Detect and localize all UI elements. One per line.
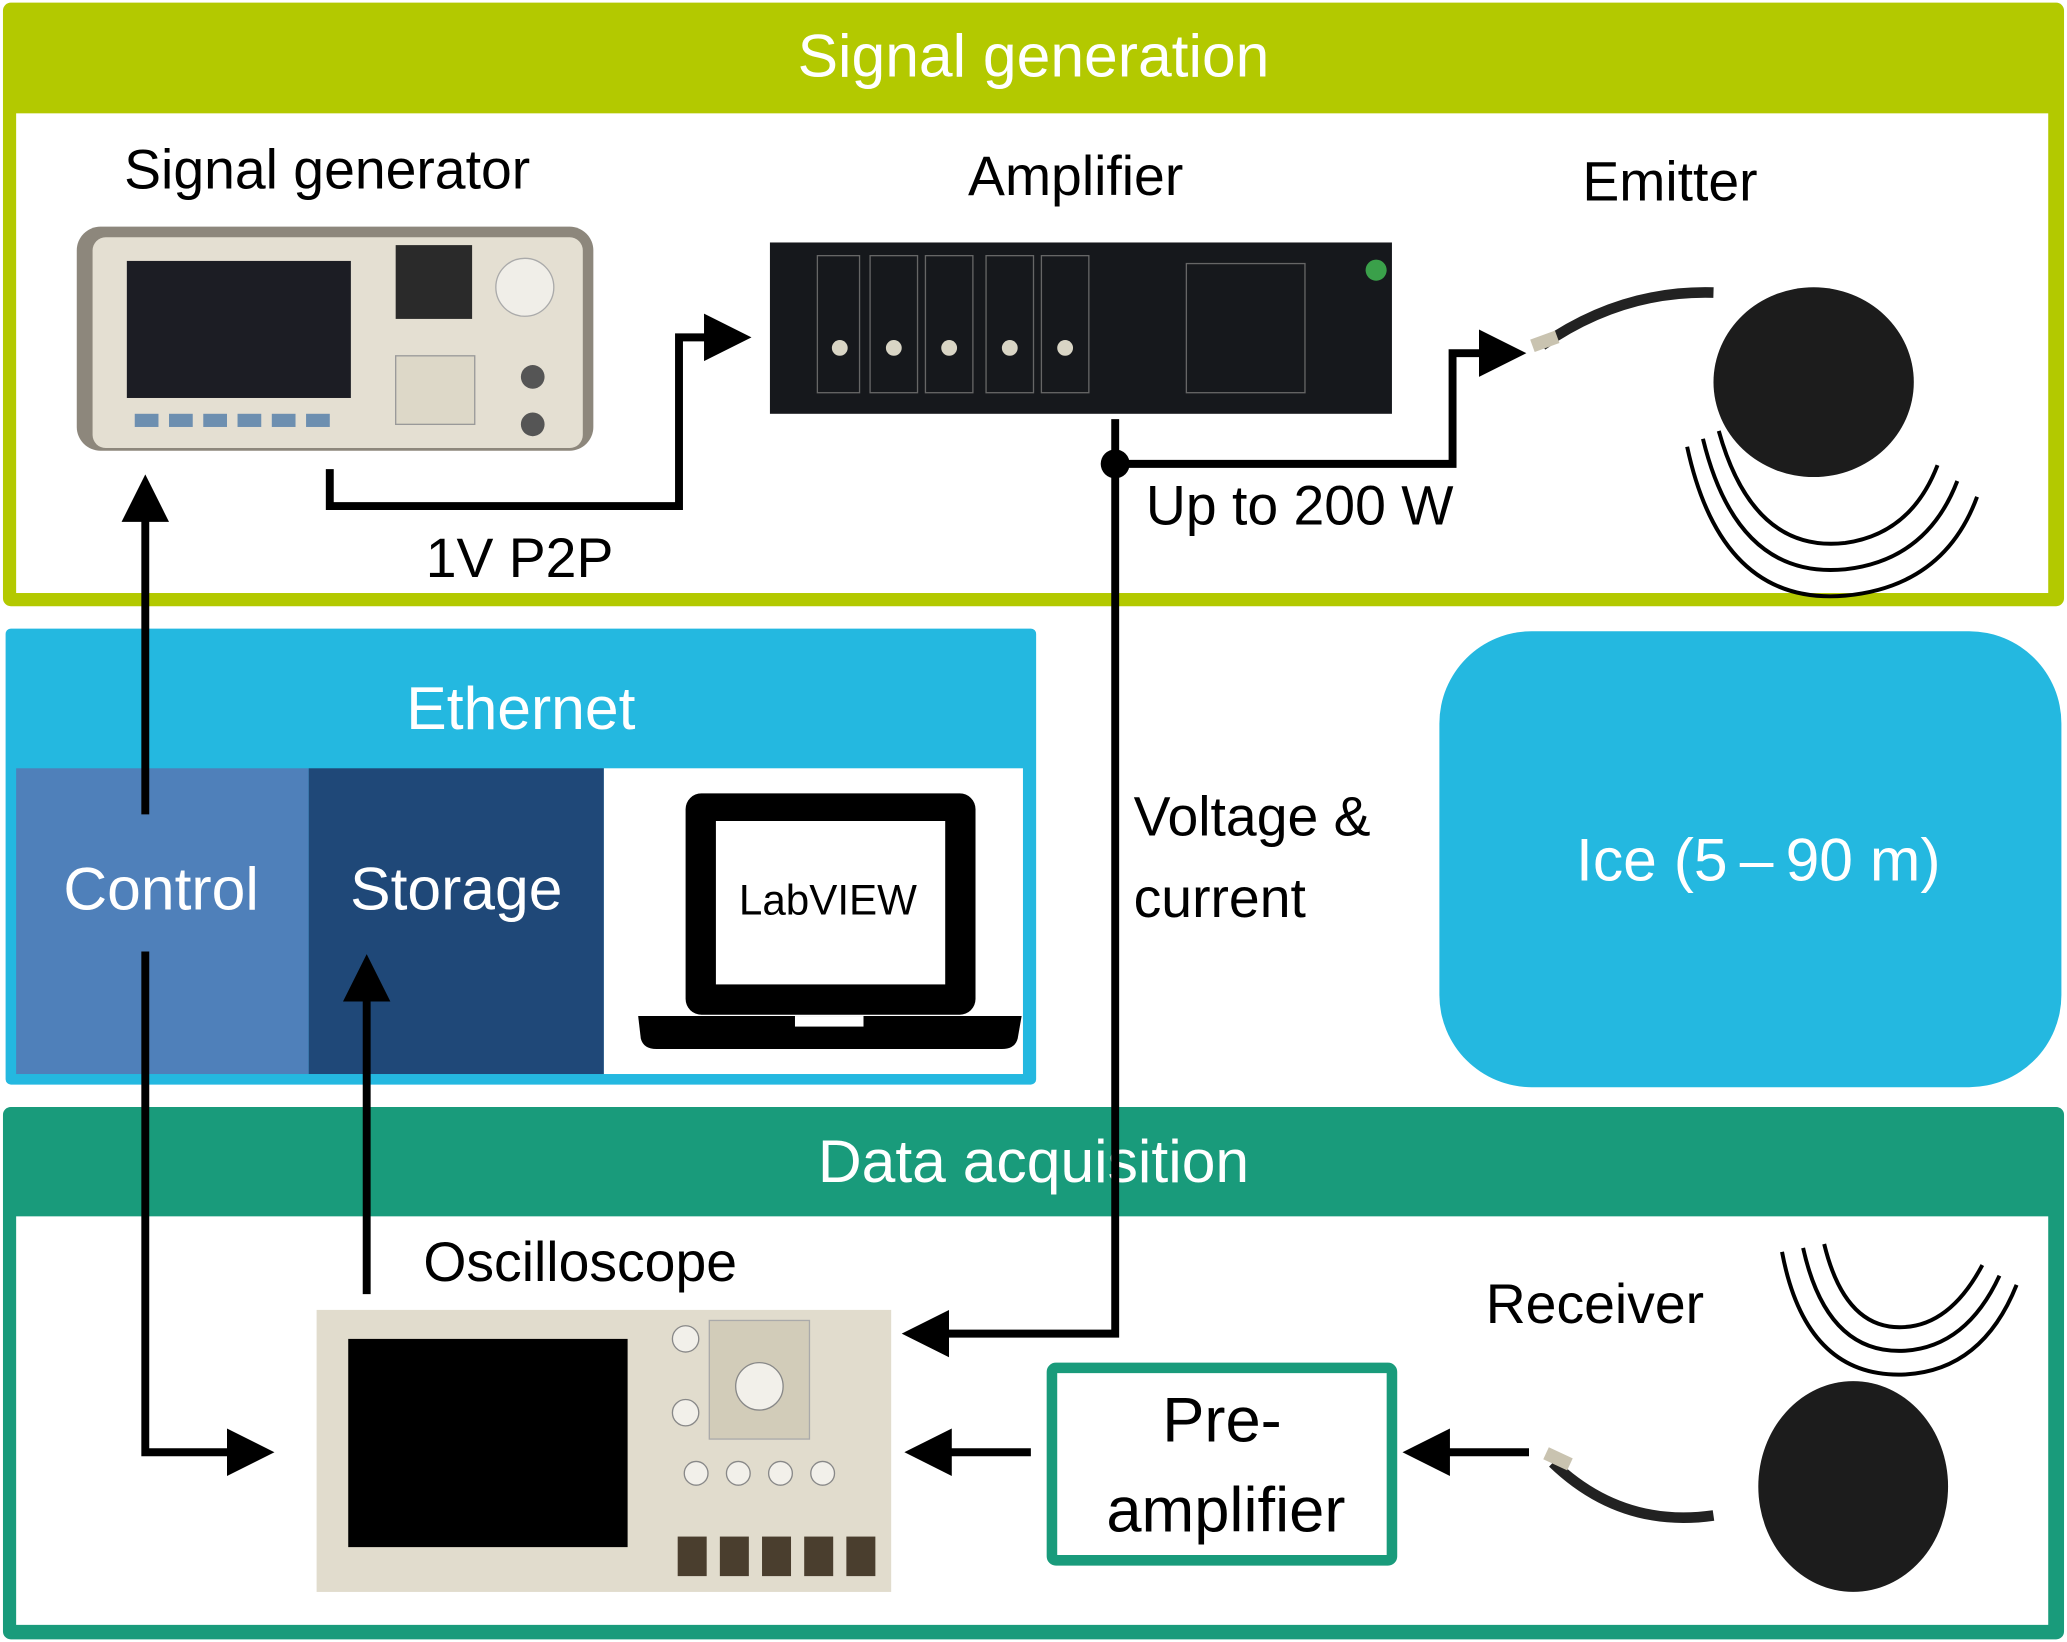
ice-block [1439,631,2062,1088]
storage-label: Storage [350,854,562,922]
preamplifier-box: Pre- amplifier [1046,1362,1398,1566]
oscilloscope-label: Oscilloscope [423,1231,737,1293]
p2p-label: 1V P2P [426,527,614,589]
data-acquisition-panel: Data acquisition [2,1106,2065,1640]
control-to-oscilloscope-wire [141,951,275,1476]
control-label: Control [63,854,258,922]
amplifier-device [769,242,1392,414]
generator-to-amplifier-wire [325,313,752,510]
data-acquisition-title: Data acquisition [818,1127,1249,1195]
amplifier-to-emitter-wire [1115,329,1527,468]
oscilloscope-device [316,1309,892,1592]
emitter-device [1530,287,1914,478]
emitter-wave-icon [1685,430,1979,599]
ethernet-title: Ethernet [406,674,635,742]
labview-label: LabVIEW [739,877,917,924]
preamplifier-label-line2: amplifier [1106,1475,1345,1545]
ice-label: Ice (5 – 90 m) [1576,825,1941,893]
ice-medium: Ice (5 – 90 m) [1439,631,2062,1088]
receiver-device [1543,1381,1949,1592]
power-label: Up to 200 W [1146,474,1454,536]
receiver-label: Receiver [1486,1273,1704,1335]
monitor-to-oscilloscope-wire [901,419,1120,1358]
signal-generator-device [76,226,594,451]
control-block [16,768,309,1075]
signal-generator-label: Signal generator [124,138,530,200]
monitor-label-line2: current [1134,867,1306,929]
preamplifier-label-line1: Pre- [1162,1386,1282,1456]
emitter-label: Emitter [1582,150,1757,212]
junction-dot [1100,449,1130,479]
monitor-label-line1: Voltage & [1134,785,1371,847]
ethernet-panel: Ethernet Control Storage LabVIEW [5,628,1037,1085]
receiver-wave-icon [1780,1243,2019,1377]
storage-block [308,768,604,1075]
signal-generation-title: Signal generation [798,21,1270,89]
laptop-icon [638,793,1022,1049]
amplifier-label: Amplifier [968,145,1183,207]
connection-wires [121,313,1529,1476]
